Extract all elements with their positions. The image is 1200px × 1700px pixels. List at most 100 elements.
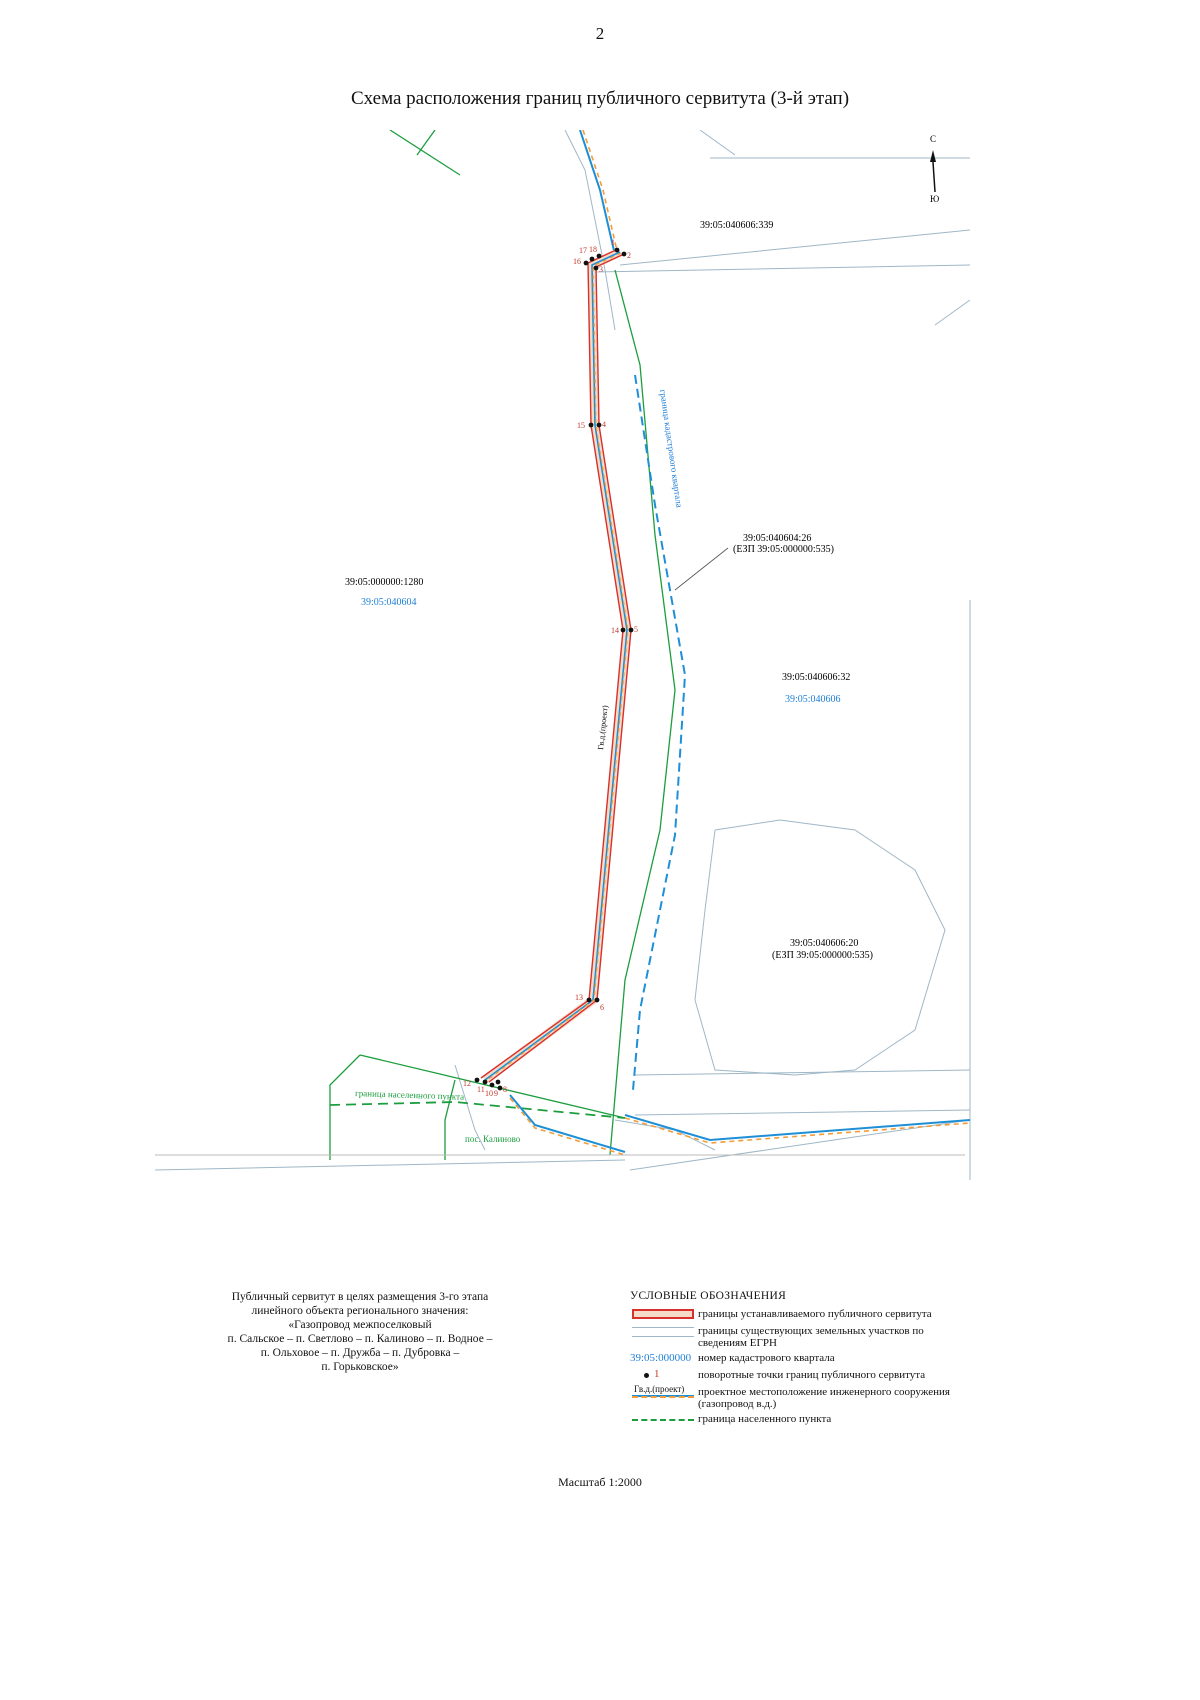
turn-point-8[interactable] — [497, 1085, 503, 1091]
turn-point-label: 8 — [503, 1085, 507, 1094]
gas-project-label: Гв.д.(проект) — [596, 704, 610, 750]
legend-row-parcels: границы существующих земельных участков … — [630, 1325, 970, 1349]
quarter-label: 39:05:040604 — [361, 597, 417, 608]
turn-point-label: 14 — [611, 626, 619, 635]
purpose-line: Публичный сервитут в целях размещения 3-… — [231, 1291, 489, 1303]
turn-point-16[interactable] — [583, 260, 589, 266]
settlement-symbol-icon — [630, 1413, 698, 1427]
quarter-symbol: 39:05:000000 — [630, 1352, 698, 1366]
scale-label: Масштаб 1:2000 — [558, 1475, 642, 1489]
legend-text: номер кадастрового квартала — [698, 1352, 835, 1364]
settlement-name: пос. Калиново — [465, 1134, 521, 1144]
gas-project-line-dash — [485, 252, 629, 1082]
turn-point-label: 4 — [602, 420, 606, 429]
purpose-line: п. Сальское – п. Светлово – п. Калиново … — [227, 1333, 493, 1345]
legend-text: границы устанавливаемого публичного серв… — [698, 1308, 932, 1320]
gas-pipeline-segments — [509, 130, 971, 1156]
turn-point-12[interactable] — [474, 1077, 480, 1083]
servitude-border-right — [488, 253, 632, 1083]
turn-point-labels: 16 17 18 1 2 3 15 4 14 5 13 6 12 11 10 9… — [463, 238, 638, 1098]
legend-text: граница населенного пункта — [698, 1413, 832, 1425]
page-title: Схема расположения границ публичного сер… — [350, 88, 850, 109]
dot-icon — [644, 1373, 649, 1378]
legend-row-turn-points: 1 поворотные точки границ публичного сер… — [630, 1368, 970, 1383]
purpose-line: линейного объекта регионального значения… — [251, 1305, 469, 1317]
turn-point-14[interactable] — [620, 627, 626, 633]
quarter-code: 39:05:000000 — [630, 1352, 692, 1364]
quarter-boundary-label: граница кадастрового квартала — [658, 389, 684, 508]
turn-point-13[interactable] — [586, 997, 592, 1003]
turn-point-label: 12 — [463, 1079, 471, 1088]
point-number: 1 — [654, 1368, 660, 1380]
north-arrow-icon — [930, 150, 936, 162]
parcel-label: 39:05:040606:32 — [782, 672, 850, 683]
legend-title: УСЛОВНЫЕ ОБОЗНАЧЕНИЯ — [630, 1290, 787, 1302]
parcel-symbol-icon — [630, 1325, 698, 1339]
turn-point-11[interactable] — [482, 1079, 488, 1085]
turn-point-label: 5 — [634, 625, 638, 634]
gas-pipe-symbol: Гв.д.(проект) — [630, 1384, 698, 1400]
compass-north: С — [930, 134, 936, 144]
purpose-line: «Газопровод межпоселковый — [288, 1319, 432, 1331]
turn-point-4[interactable] — [596, 422, 602, 428]
quarter-label: 39:05:040606 — [785, 694, 841, 705]
turn-point-15[interactable] — [588, 422, 594, 428]
parcel-label: (ЕЗП 39:05:000000:535) — [772, 950, 873, 961]
turn-point-label: 3 — [599, 265, 603, 274]
servitude-symbol-icon — [630, 1308, 698, 1322]
turn-point-9[interactable] — [495, 1079, 501, 1085]
page-number: 2 — [595, 24, 605, 43]
turn-point-1[interactable] — [614, 247, 620, 253]
legend-text: поворотные точки границ публичного серви… — [698, 1369, 926, 1381]
legend-row-quarter: 39:05:000000 номер кадастрового квартала — [630, 1352, 970, 1366]
turn-point-label: 15 — [577, 421, 585, 430]
turn-point-label: 16 — [573, 257, 581, 266]
turn-point-symbol: 1 — [630, 1368, 698, 1383]
turn-point-label: 10 — [485, 1089, 493, 1098]
compass-south: Ю — [930, 194, 939, 204]
turn-point-label: 18 — [589, 245, 597, 254]
turn-point-2[interactable] — [621, 251, 627, 257]
turn-point-label: 1 — [611, 238, 615, 247]
turn-point-label: 9 — [494, 1089, 498, 1098]
turn-point-label: 11 — [477, 1085, 485, 1094]
parcel-label: 39:05:040606:339 — [700, 220, 773, 231]
settlement-boundary-line — [329, 1101, 626, 1119]
purpose-line: п. Горьковское» — [321, 1361, 399, 1373]
map-text-labels: 39:05:040606:339 39:05:000000:1280 39:05… — [345, 220, 873, 1144]
legend-row-settlement: граница населенного пункта — [630, 1413, 970, 1427]
gas-project-line — [484, 251, 628, 1081]
turn-point-label: 17 — [579, 246, 587, 255]
turn-point-17[interactable] — [589, 256, 595, 262]
map-svg: 16 17 18 1 2 3 15 4 14 5 13 6 12 11 10 9… — [155, 130, 971, 1180]
map[interactable]: 16 17 18 1 2 3 15 4 14 5 13 6 12 11 10 9… — [155, 130, 1045, 1255]
parcel-label: 39:05:000000:1280 — [345, 577, 423, 588]
servitude-fill — [482, 247, 632, 1084]
turn-point-label: 6 — [600, 1003, 604, 1012]
leader-line — [674, 547, 729, 591]
turn-point-5[interactable] — [628, 627, 634, 633]
turn-point-18[interactable] — [596, 253, 602, 259]
gas-dash-icon — [632, 1396, 694, 1398]
parcel-label: 39:05:040604:26 — [743, 533, 811, 544]
legend: УСЛОВНЫЕ ОБОЗНАЧЕНИЯ границы устанавлива… — [630, 1290, 970, 1430]
turn-point-6[interactable] — [594, 997, 600, 1003]
turn-point-dots — [474, 247, 634, 1091]
compass: С Ю — [930, 134, 939, 204]
turn-point-label: 13 — [575, 993, 583, 1002]
turn-point-label: 2 — [627, 251, 631, 260]
turn-point-10[interactable] — [489, 1082, 495, 1088]
parcel-label: 39:05:040606:20 — [790, 938, 858, 949]
green-boundaries — [329, 130, 676, 1160]
legend-text: проектное местоположение инженерного соо… — [698, 1386, 950, 1410]
turn-point-3[interactable] — [593, 265, 599, 271]
settlement-boundary-label: граница населенного пункта — [355, 1088, 464, 1102]
legend-row-gas: Гв.д.(проект) проектное местоположение и… — [630, 1384, 970, 1410]
quarter-boundary-line — [632, 374, 687, 1091]
purpose-line: п. Ольховое – п. Дружба – п. Дубровка – — [260, 1347, 460, 1359]
servitude-purpose: Публичный сервитут в целях размещения 3-… — [205, 1290, 515, 1374]
legend-row-servitude: границы устанавливаемого публичного серв… — [630, 1308, 970, 1322]
legend-text: границы существующих земельных участков … — [698, 1325, 924, 1349]
gas-symbol-label: Гв.д.(проект) — [634, 1384, 685, 1394]
parcel-label: (ЕЗП 39:05:000000:535) — [733, 544, 834, 555]
